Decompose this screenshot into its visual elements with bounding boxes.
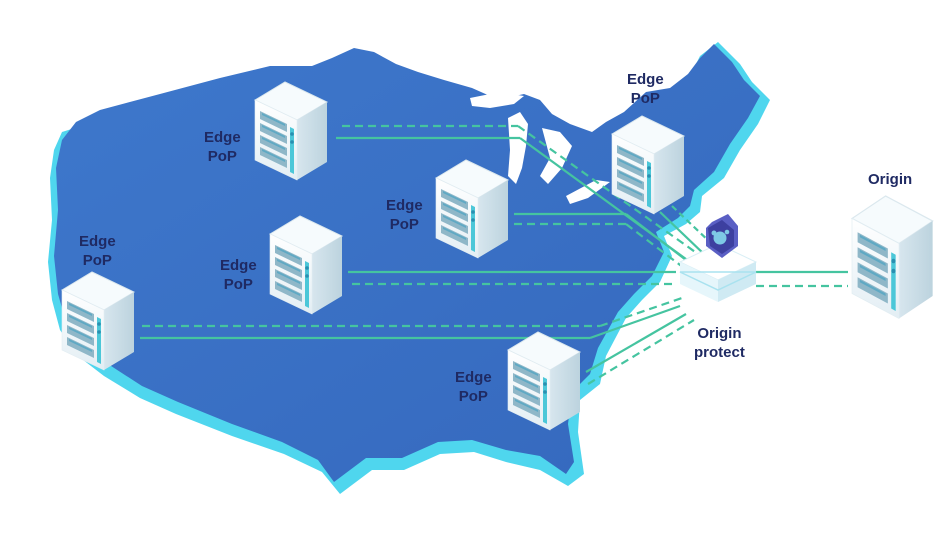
label-line: PoP — [630, 90, 660, 107]
server-pop-se — [507, 331, 581, 431]
link-ne-solid — [659, 211, 707, 257]
server-rack-icon — [269, 215, 343, 315]
map-lake-erie — [566, 180, 610, 204]
server-rack-icon — [61, 271, 135, 371]
label-line: PoP — [389, 216, 419, 233]
label-line: Origin — [697, 325, 742, 342]
label-pop-center: Edge PoP — [386, 196, 423, 234]
server-rack-icon — [254, 81, 328, 181]
label-origin-protect: Origin protect — [694, 324, 745, 362]
label-line: PoP — [82, 252, 112, 269]
label-line: PoP — [223, 276, 253, 293]
label-pop-west: Edge PoP — [79, 232, 116, 270]
shield-icon — [706, 214, 738, 258]
usa-map — [48, 42, 770, 494]
label-pop-ne: Edge PoP — [627, 70, 664, 108]
map-lake-superior — [470, 92, 524, 108]
label-line: Edge — [79, 233, 116, 250]
label-pop-mid: Edge PoP — [220, 256, 257, 294]
link-center-diag-solid — [625, 213, 687, 261]
link-se-dashed — [587, 319, 695, 385]
server-rack-icon — [435, 159, 509, 259]
link-west-diag-solid — [589, 304, 681, 340]
label-line: Edge — [455, 369, 492, 386]
label-line: Edge — [627, 71, 664, 88]
server-rack-icon — [611, 115, 685, 215]
server-pop-mid — [269, 215, 343, 315]
label-origin: Origin — [868, 170, 912, 189]
server-pop-west — [61, 271, 135, 371]
map-lake-huron — [540, 128, 572, 184]
origin-protect-node-icon — [678, 243, 758, 302]
server-pop-center — [435, 159, 509, 259]
link-nw-diag-dashed — [517, 125, 699, 255]
label-pop-nw: Edge PoP — [204, 128, 241, 166]
label-line: PoP — [458, 388, 488, 405]
label-line: Edge — [220, 257, 257, 274]
server-pop-ne — [611, 115, 685, 215]
server-origin — [851, 195, 934, 320]
server-pop-nw — [254, 81, 328, 181]
server-rack-icon — [851, 195, 934, 320]
label-line: PoP — [207, 148, 237, 165]
label-line: Edge — [204, 129, 241, 146]
link-west-diag-dashed — [599, 296, 683, 328]
label-line: Origin — [868, 171, 913, 188]
link-se-solid — [585, 313, 687, 373]
label-pop-se: Edge PoP — [455, 368, 492, 406]
map-land — [54, 44, 760, 482]
label-line: Edge — [386, 197, 423, 214]
server-rack-icon — [507, 331, 581, 431]
connections — [140, 124, 848, 385]
label-line: protect — [694, 344, 745, 361]
